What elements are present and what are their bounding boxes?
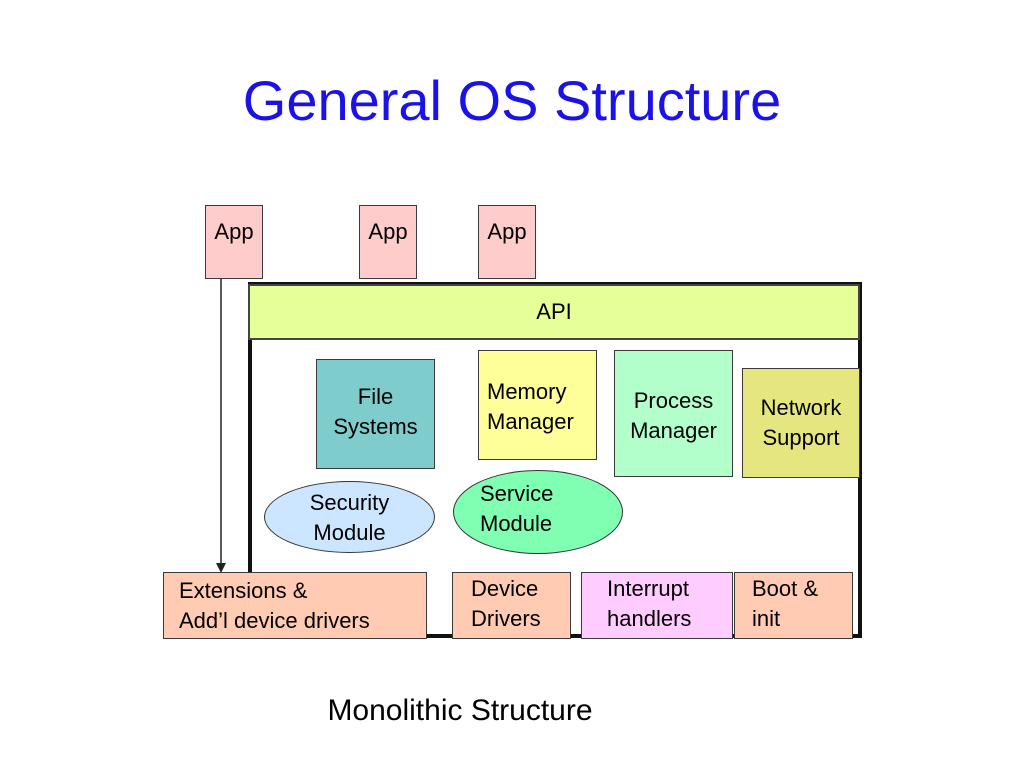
app-box-3: App (478, 205, 536, 279)
diagram-caption: Monolithic Structure (327, 694, 593, 727)
extensions-line-1: Extensions & (179, 578, 308, 603)
app-box-1: App (205, 205, 263, 279)
api-bar: API (248, 284, 860, 340)
memory-manager-line-2: Manager (487, 409, 574, 434)
service-module-ellipse: Service Module (453, 470, 623, 554)
memory-manager-line-1: Memory (487, 379, 567, 404)
boot-init-line-2: init (752, 606, 781, 631)
network-support-box: Network Support (742, 368, 860, 478)
interrupt-handlers-line-1: Interrupt (607, 576, 689, 601)
security-module-line-2: Module (313, 520, 386, 545)
boot-init-line-1: Boot & (752, 576, 819, 601)
security-module-line-1: Security (309, 490, 390, 515)
file-systems-line-2: Systems (333, 414, 418, 439)
service-module-line-2: Module (480, 511, 553, 536)
process-manager-line-2: Manager (630, 418, 717, 443)
file-systems-line-1: File (357, 384, 394, 409)
extensions-box: Extensions & Add’l device drivers (163, 572, 427, 639)
file-systems-box: File Systems (316, 359, 435, 469)
interrupt-handlers-box: Interrupt handlers (581, 572, 733, 639)
device-drivers-line-2: Drivers (471, 606, 541, 631)
security-module-ellipse: Security Module (264, 481, 435, 553)
page-title: General OS Structure (242, 69, 782, 132)
extensions-line-2: Add’l device drivers (179, 608, 370, 633)
app-box-2: App (359, 205, 417, 279)
device-drivers-line-1: Device (471, 576, 539, 601)
network-support-line-2: Support (762, 425, 840, 450)
process-manager-box: Process Manager (614, 350, 733, 477)
service-module-line-1: Service (480, 481, 554, 506)
interrupt-handlers-line-2: handlers (607, 606, 692, 631)
device-drivers-box: Device Drivers (452, 572, 571, 639)
boot-init-box: Boot & init (734, 572, 853, 639)
process-manager-line-1: Process (633, 388, 714, 413)
memory-manager-box: Memory Manager (478, 350, 597, 460)
network-support-line-1: Network (760, 395, 842, 420)
